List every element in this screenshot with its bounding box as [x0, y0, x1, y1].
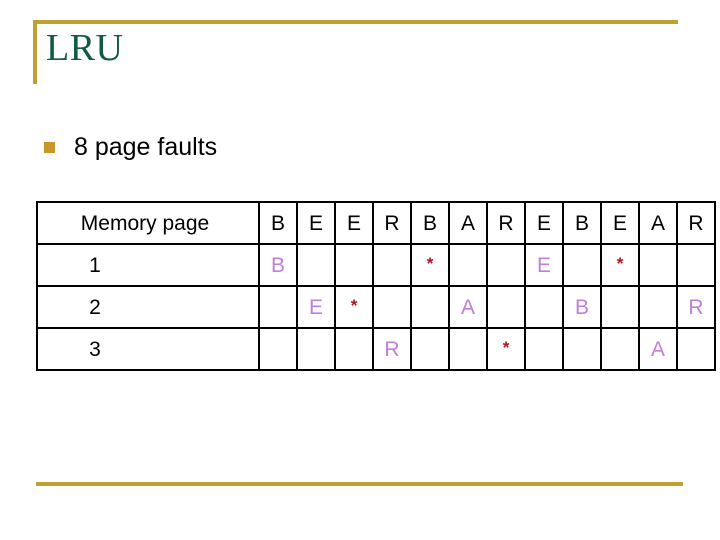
cell-r3-c12 [676, 327, 716, 371]
page-letter: A [650, 337, 665, 361]
page-title: LRU [46, 27, 124, 69]
memory-page-header: Memory page [36, 201, 260, 245]
accent-rule-top [33, 20, 678, 24]
cell-r1-c3 [334, 243, 374, 287]
ref-col-3: E [334, 201, 374, 245]
cell-r2-c8 [524, 285, 564, 329]
cell-r1-c7 [486, 243, 526, 287]
ref-col-1: B [258, 201, 298, 245]
hit-marker-icon: * [502, 337, 510, 357]
cell-r2-c5 [410, 285, 450, 329]
cell-r3-c6 [448, 327, 488, 371]
cell-r1-c1: B [258, 243, 298, 287]
trace-table-body: Memory page B E E R B A R E B E A R 1 B [36, 201, 716, 371]
cell-r1-c9 [562, 243, 602, 287]
cell-r3-c5 [410, 327, 450, 371]
cell-r3-c2 [296, 327, 336, 371]
cell-r3-c1 [258, 327, 298, 371]
cell-r3-c11: A [638, 327, 678, 371]
cell-r1-c5: * [410, 243, 450, 287]
page-letter: B [270, 253, 285, 277]
table-row: 3 R * A [36, 327, 716, 371]
bullet-item-page-faults: 8 page faults [44, 133, 217, 162]
page-letter: A [460, 295, 475, 319]
accent-rule-left [33, 20, 37, 84]
ref-col-4: R [372, 201, 412, 245]
cell-r1-c10: * [600, 243, 640, 287]
lru-trace-table: Memory page B E E R B A R E B E A R 1 B [36, 201, 716, 371]
frame-label-2: 2 [36, 285, 260, 329]
cell-r1-c2 [296, 243, 336, 287]
ref-col-8: E [524, 201, 564, 245]
page-letter: B [574, 295, 589, 319]
ref-col-10: E [600, 201, 640, 245]
hit-marker-icon: * [350, 295, 358, 315]
page-letter: R [688, 295, 704, 319]
cell-r3-c3 [334, 327, 374, 371]
cell-r2-c7 [486, 285, 526, 329]
cell-r2-c11 [638, 285, 678, 329]
cell-r2-c10 [600, 285, 640, 329]
ref-col-7: R [486, 201, 526, 245]
table-row: 1 B * E * [36, 243, 716, 287]
cell-r1-c6 [448, 243, 488, 287]
frame-label-3: 3 [36, 327, 260, 371]
frame-label-1: 1 [36, 243, 260, 287]
ref-col-5: B [410, 201, 450, 245]
page-letter: E [536, 253, 551, 277]
cell-r3-c4: R [372, 327, 412, 371]
cell-r3-c9 [562, 327, 602, 371]
cell-r1-c12 [676, 243, 716, 287]
bullet-item-label: 8 page faults [74, 133, 218, 161]
ref-col-12: R [676, 201, 716, 245]
cell-r2-c3: * [334, 285, 374, 329]
cell-r1-c8: E [524, 243, 564, 287]
cell-r3-c10 [600, 327, 640, 371]
ref-col-9: B [562, 201, 602, 245]
cell-r2-c9: B [562, 285, 602, 329]
ref-col-2: E [296, 201, 336, 245]
page-letter: R [384, 337, 400, 361]
cell-r3-c8 [524, 327, 564, 371]
cell-r1-c4 [372, 243, 412, 287]
cell-r2-c6: A [448, 285, 488, 329]
table-header-row: Memory page B E E R B A R E B E A R [36, 201, 716, 245]
hit-marker-icon: * [426, 253, 434, 273]
square-bullet-icon [44, 142, 55, 153]
page-letter: E [308, 295, 323, 319]
cell-r1-c11 [638, 243, 678, 287]
hit-marker-icon: * [616, 253, 624, 273]
cell-r2-c4 [372, 285, 412, 329]
cell-r3-c7: * [486, 327, 526, 371]
table-row: 2 E * A B R [36, 285, 716, 329]
ref-col-6: A [448, 201, 488, 245]
cell-r2-c12: R [676, 285, 716, 329]
accent-rule-bottom [36, 482, 683, 486]
cell-r2-c2: E [296, 285, 336, 329]
ref-col-11: A [638, 201, 678, 245]
cell-r2-c1 [258, 285, 298, 329]
